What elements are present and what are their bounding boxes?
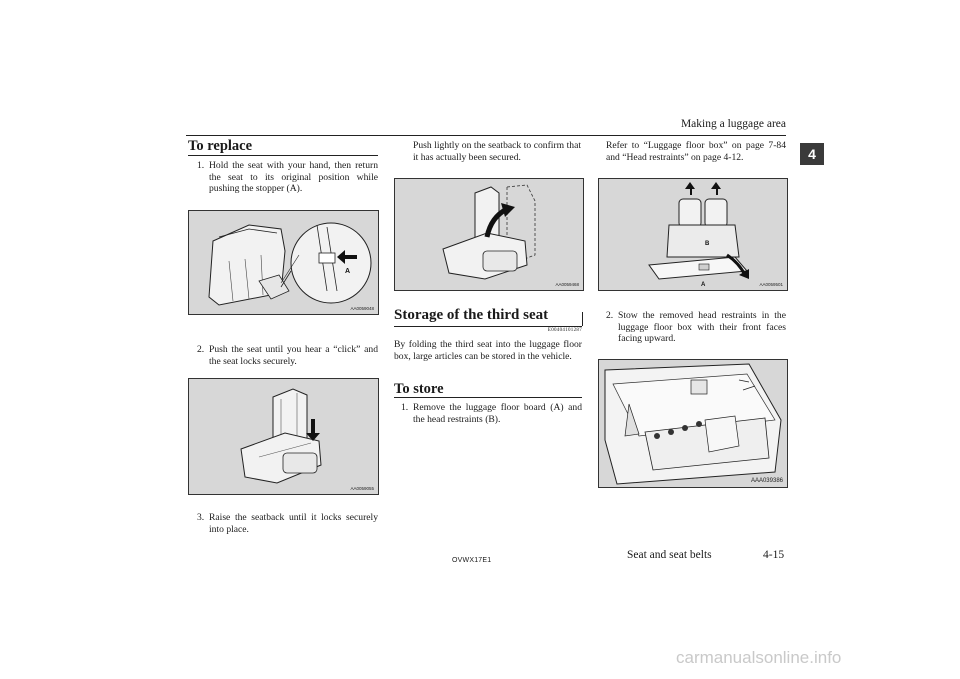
figure-raise-seatback: AA0059468 — [394, 178, 584, 291]
heading-to-replace: To replace — [188, 138, 253, 154]
floor-box-illustration — [599, 360, 787, 487]
step-text: Remove the luggage floor board (A) and t… — [413, 402, 582, 425]
seat-lock-illustration — [189, 379, 378, 494]
figure-code: AA0059048 — [350, 306, 374, 311]
figure-push-seat: AA0059055 — [188, 378, 379, 495]
label-a: A — [701, 282, 706, 288]
figure-code: AA0059468 — [555, 282, 579, 287]
heading-storage: Storage of the third seat — [394, 307, 549, 323]
seat-stopper-illustration: A — [189, 211, 378, 314]
step-number: 2. — [606, 310, 614, 321]
step-2: 2. Push the seat until you hear a “click… — [197, 344, 378, 367]
watermark: carmanualsonline.info — [676, 648, 842, 667]
step-text: Hold the seat with your hand, then retur… — [209, 160, 378, 195]
figure-code: AA0059055 — [350, 486, 374, 491]
step-number: 2. — [197, 344, 205, 355]
header-rule — [186, 135, 786, 136]
step-number: 1. — [401, 402, 409, 413]
confirm-text: Push lightly on the seatback to confirm … — [413, 140, 581, 163]
figure-code: AA0059501 — [759, 282, 783, 287]
figure-stow-head-restraints: AAA039386 — [598, 359, 788, 488]
store-step-2: 2. Stow the removed head restraints in t… — [606, 310, 786, 345]
seatback-raise-illustration — [395, 179, 583, 290]
figure-remove-floorboard: A B AA0059501 — [598, 178, 788, 291]
step-text: Stow the removed head restraints in the … — [618, 310, 786, 345]
heading-rule — [394, 326, 582, 327]
label-a: A — [345, 268, 350, 275]
reference-code: E00404101287 — [547, 328, 582, 333]
figure-code: AAA039386 — [750, 478, 783, 484]
page-number: 4-15 — [763, 549, 785, 561]
refer-text: Refer to “Luggage floor box” on page 7-8… — [606, 140, 786, 163]
heading-rule — [394, 397, 582, 398]
footer-section-title: Seat and seat belts — [627, 549, 712, 561]
floorboard-illustration: A B — [599, 179, 787, 290]
heading-rule — [188, 155, 378, 156]
chapter-tab: 4 — [800, 143, 824, 165]
step-number: 3. — [197, 512, 205, 523]
step-number: 1. — [197, 160, 205, 171]
step-text: Push the seat until you hear a “click” a… — [209, 344, 378, 367]
heading-to-store: To store — [394, 381, 444, 397]
running-header: Making a luggage area — [680, 118, 786, 130]
step-1: 1. Hold the seat with your hand, then re… — [197, 160, 378, 195]
document-code: OVWX17E1 — [452, 557, 492, 564]
step-3: 3. Raise the seatback until it locks sec… — [197, 512, 378, 535]
store-step-1: 1. Remove the luggage floor board (A) an… — [401, 402, 582, 425]
figure-replace-seat: A AA0059048 — [188, 210, 379, 315]
storage-paragraph: By folding the third seat into the lugga… — [394, 339, 582, 362]
step-text: Raise the seatback until it locks secure… — [209, 512, 378, 535]
heading-rule-end — [582, 312, 583, 326]
label-b: B — [705, 241, 710, 247]
